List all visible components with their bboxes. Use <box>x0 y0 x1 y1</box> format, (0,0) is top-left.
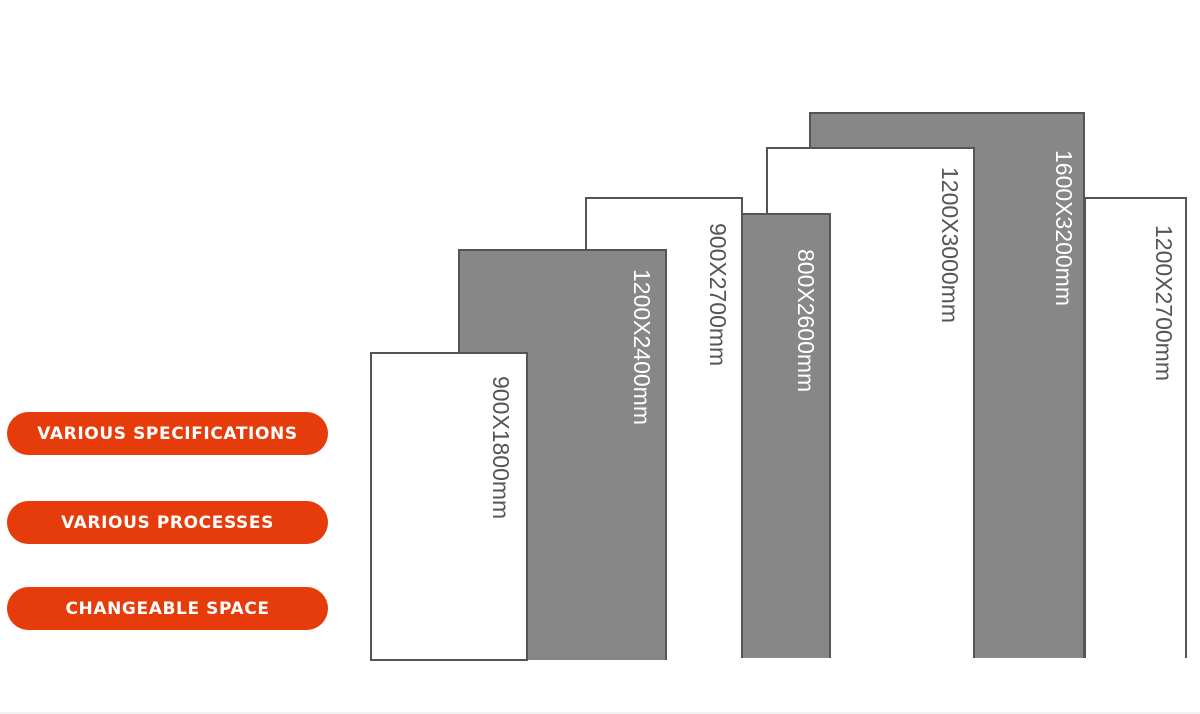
feature-pill-specifications: VARIOUS SPECIFICATIONS <box>7 412 328 455</box>
feature-pill-changeable-space: CHANGEABLE SPACE <box>7 587 328 630</box>
feature-label: CHANGEABLE SPACE <box>65 598 270 619</box>
panel-size-label: 1600X3200mm <box>1051 150 1077 306</box>
panel-size-label: 900X2700mm <box>705 223 731 367</box>
feature-pill-processes: VARIOUS PROCESSES <box>7 501 328 544</box>
feature-label: VARIOUS PROCESSES <box>61 512 274 533</box>
panel-size-label: 1200X3000mm <box>937 167 963 323</box>
panel-size-label: 1200X2400mm <box>629 269 655 425</box>
panel-1200x2700-right: 1200X2700mm <box>1084 197 1187 658</box>
panel-900x1800: 900X1800mm <box>370 352 528 661</box>
feature-label: VARIOUS SPECIFICATIONS <box>37 423 298 444</box>
floor-line <box>0 712 1200 714</box>
panel-size-label: 900X1800mm <box>488 376 514 520</box>
panel-size-label: 800X2600mm <box>793 249 819 393</box>
panel-size-label: 1200X2700mm <box>1151 225 1177 381</box>
